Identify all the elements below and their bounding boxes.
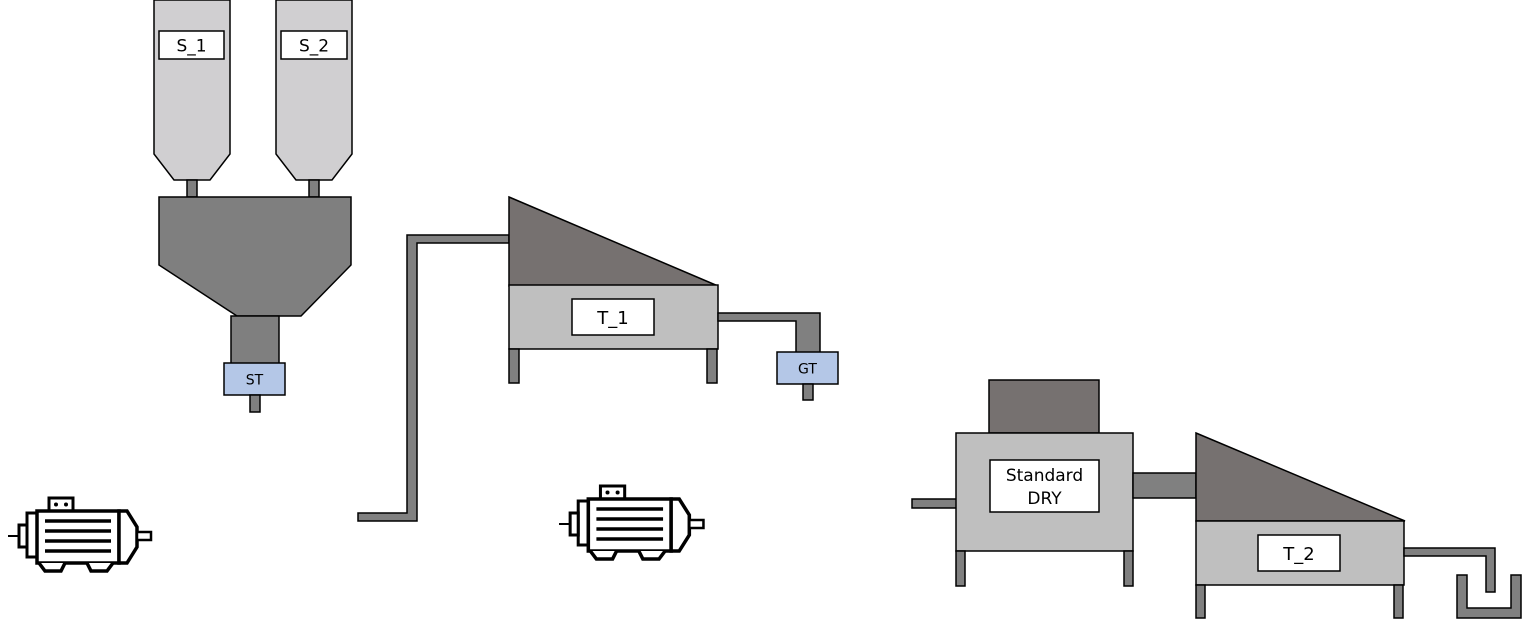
silo-s2-label: S_2 (299, 37, 329, 57)
trough-t2-label-box (1257, 534, 1341, 572)
dryer-label-line1: Standard (1006, 466, 1083, 486)
gt-pipe (717, 312, 821, 354)
discharge-u-pipe (1456, 574, 1522, 619)
sensor-gt-label: GT (798, 362, 817, 378)
electric-motor-icon (557, 484, 706, 563)
silo-s2-outlet (308, 179, 320, 198)
trough-t1-top (508, 195, 719, 287)
trough-t1-leg-right (706, 348, 718, 384)
silo-s2-label-box (280, 30, 348, 60)
silo-s1-outlet (186, 179, 198, 198)
trough-t1-label: T_1 (596, 308, 628, 329)
mixing-hopper (158, 196, 352, 317)
trough-t2-leg-left (1195, 584, 1206, 619)
dryer-top (988, 379, 1100, 434)
trough-t2-label: T_2 (1282, 544, 1314, 565)
trough-t1-leg-left (508, 348, 520, 384)
electric-motor-icon (6, 496, 153, 575)
hopper-neck (230, 315, 280, 365)
silo-s1-label-box (158, 30, 225, 60)
gt-outlet (802, 383, 814, 401)
silo-s1-label: S_1 (176, 37, 206, 57)
sensor-gt (776, 351, 839, 385)
dryer-leg-right (1123, 550, 1134, 587)
dryer-t2-connector (1132, 472, 1197, 499)
trough-t2-top (1195, 431, 1406, 522)
sensor-st-label: ST (246, 373, 264, 389)
dryer-label-line2: DRY (1027, 489, 1062, 509)
hopper-outlet (249, 394, 261, 413)
t2-outlet-pipe (1403, 547, 1496, 593)
dryer-leg-left (955, 550, 966, 587)
dryer-label-box (989, 459, 1100, 513)
trough-t1-label-box (571, 298, 655, 336)
silo-s1 (153, 0, 231, 181)
dryer-inlet-pipe (911, 498, 958, 509)
silo-s2 (275, 0, 353, 181)
feed-pipe (357, 234, 510, 522)
trough-t2-leg-right (1393, 584, 1404, 619)
